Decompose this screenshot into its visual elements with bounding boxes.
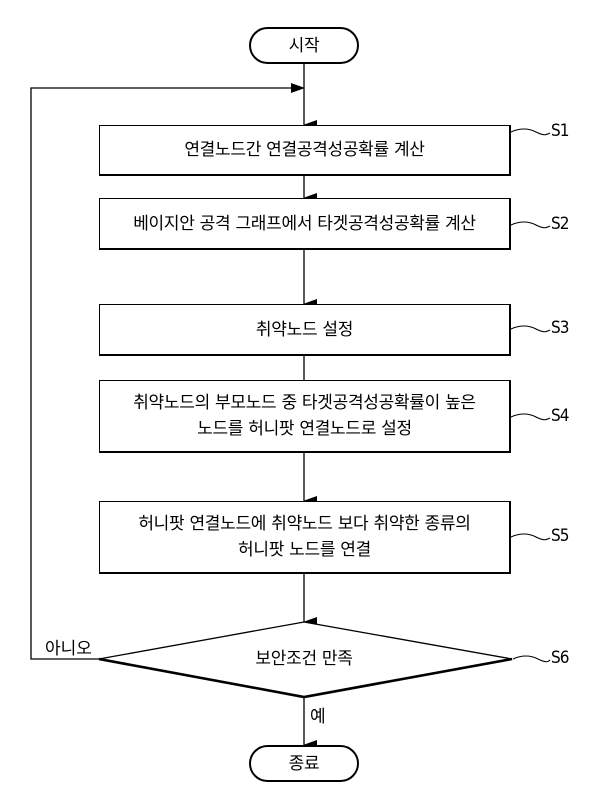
- step-label-s6: S6: [551, 648, 569, 668]
- step-text-line-1: 취약노드의 부모노드 중 타겟공격성공확률이 높은: [133, 393, 476, 413]
- yes-branch-label: 예: [310, 707, 326, 727]
- end-terminator: 종료: [249, 745, 359, 782]
- leader-s1: [510, 128, 551, 136]
- process-box-s1: 연결노드간 연결공격성공확률 계산: [99, 125, 511, 176]
- step-text-line-2: 노드를 허니팟 연결노드로 설정: [197, 419, 412, 439]
- step-label-s3: S3: [551, 318, 569, 338]
- decision-diamond-shadow: [98, 657, 513, 699]
- step-text-line-1: 허니팟 연결노드에 취약노드 보다 취약한 종류의: [138, 514, 471, 534]
- no-branch-label: 아니오: [45, 639, 92, 659]
- start-terminator: 시작: [249, 27, 359, 64]
- step-label-s4: S4: [551, 406, 569, 426]
- start-label: 시작: [288, 35, 320, 56]
- loop-back-line: [30, 83, 305, 660]
- leader-s5: [510, 533, 551, 541]
- step-label-s1: S1: [551, 121, 569, 141]
- leader-s3: [510, 325, 551, 333]
- step-label-s2: S2: [551, 214, 569, 234]
- leader-s2: [510, 221, 551, 229]
- decision-text: 보안조건 만족: [255, 649, 353, 669]
- leader-s4: [510, 413, 551, 421]
- process-box-s3: 취약노드 설정: [99, 304, 511, 356]
- decision-text-wrap: 보안조건 만족: [200, 644, 408, 674]
- step-label-s5: S5: [551, 526, 569, 546]
- step-text: 취약노드 설정: [255, 319, 354, 340]
- process-box-s4: 취약노드의 부모노드 중 타겟공격성공확률이 높은 노드를 허니팟 연결노드로 …: [99, 380, 511, 453]
- process-box-s2: 베이지안 공격 그래프에서 타겟공격성공확률 계산: [99, 198, 511, 250]
- process-box-s5: 허니팟 연결노드에 취약노드 보다 취약한 종류의 허니팟 노드를 연결: [99, 501, 511, 574]
- end-label: 종료: [288, 753, 320, 774]
- step-text-line-2: 허니팟 노드를 연결: [238, 540, 371, 560]
- leader-s6: [512, 655, 551, 663]
- step-text: 베이지안 공격 그래프에서 타겟공격성공확률 계산: [133, 213, 476, 234]
- step-text: 연결노드간 연결공격성공확률 계산: [184, 140, 425, 160]
